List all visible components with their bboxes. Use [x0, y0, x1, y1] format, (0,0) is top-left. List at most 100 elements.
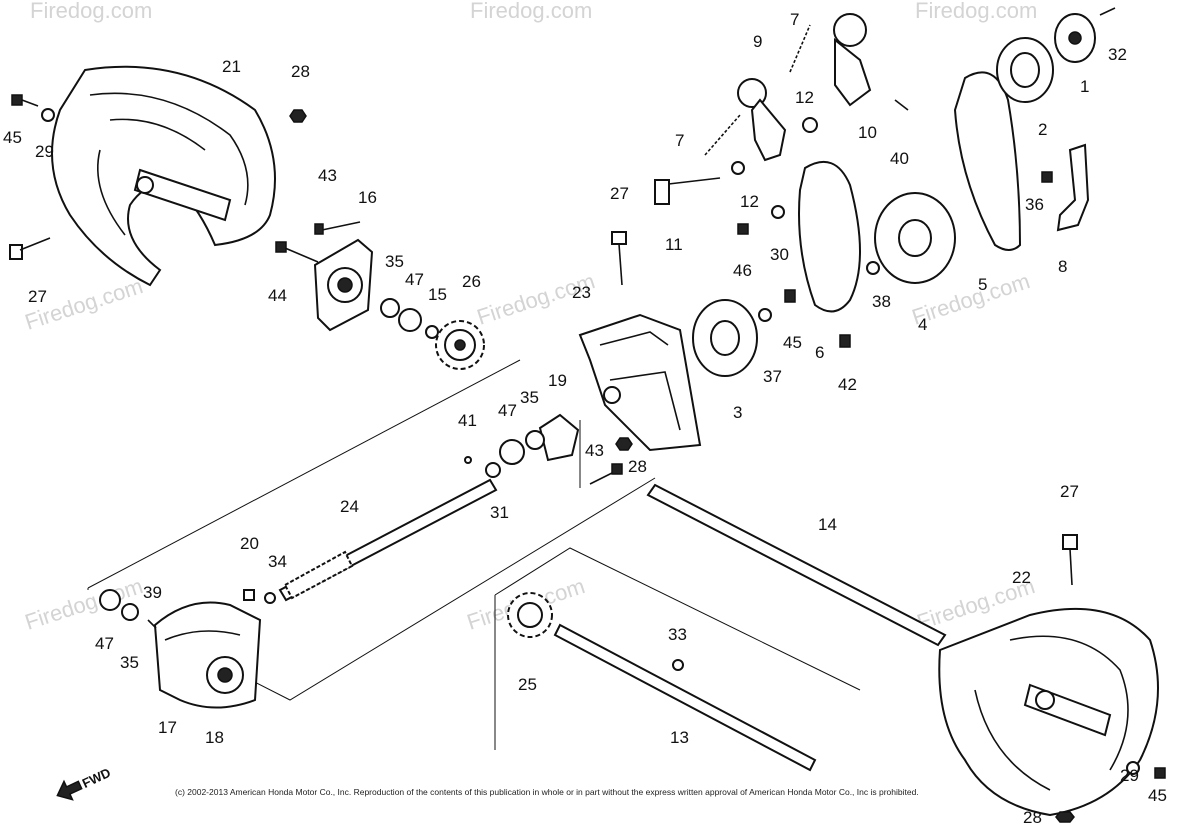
spring-7-left	[704, 114, 741, 156]
callout-39: 39	[143, 583, 162, 602]
collar-35	[380, 298, 400, 318]
nut-28-top	[289, 109, 307, 123]
callout-12b: 12	[740, 192, 759, 211]
bearing-47-mid	[499, 439, 525, 465]
callout-37: 37	[763, 367, 782, 386]
bolt-36	[1041, 171, 1053, 183]
bolt-45-right	[1154, 767, 1166, 779]
bolt-45-left	[11, 94, 39, 107]
nut-28-mid	[615, 437, 633, 451]
callout-27a: 27	[610, 184, 629, 203]
callout-3: 3	[733, 403, 742, 422]
auger-right	[938, 607, 1159, 817]
callout-29b: 29	[1120, 766, 1139, 785]
bolt-27-left	[9, 237, 51, 260]
callout-9: 9	[753, 32, 762, 51]
callout-41: 41	[458, 411, 477, 430]
callout-15: 15	[428, 285, 447, 304]
clip-33	[672, 659, 684, 671]
callout-11: 11	[665, 235, 683, 254]
callout-35a: 35	[385, 252, 404, 271]
callout-10: 10	[858, 123, 877, 142]
callout-45b: 45	[783, 333, 802, 352]
callout-27c: 27	[1060, 482, 1079, 501]
collar-35-left	[121, 603, 139, 621]
pin-40	[894, 99, 909, 111]
callout-45a: 45	[3, 128, 22, 147]
callout-43a: 43	[318, 166, 337, 185]
callout-32: 32	[1108, 45, 1127, 64]
bolt-27-center	[611, 231, 627, 286]
callout-40: 40	[890, 149, 909, 168]
callout-45c: 45	[1148, 786, 1167, 805]
bearing-holder-19	[538, 413, 580, 462]
callout-28c: 28	[1023, 808, 1042, 827]
callout-18: 18	[205, 728, 224, 747]
callout-20: 20	[240, 534, 259, 553]
clip-41	[464, 456, 472, 464]
callout-47b: 47	[498, 401, 517, 420]
washer-15	[425, 325, 439, 339]
gear-case-17	[153, 601, 262, 709]
callout-6: 6	[815, 343, 824, 362]
sprocket-26	[435, 320, 485, 370]
worm-screw	[283, 550, 354, 600]
bolt-46	[737, 223, 749, 235]
nut-28-bottom	[1055, 811, 1075, 823]
shaft-13	[553, 623, 817, 772]
callout-35b: 35	[520, 388, 539, 407]
bearing-housing-16	[275, 221, 374, 332]
callout-25: 25	[518, 675, 537, 694]
washer-34	[264, 592, 276, 604]
callout-46: 46	[733, 261, 752, 280]
copyright-notice: (c) 2002-2013 American Honda Motor Co., …	[175, 787, 919, 797]
callout-7b: 7	[675, 131, 684, 150]
shaft-14	[646, 483, 947, 647]
callouts: 1 2 3 4 5 6 7 7 8 9 10 11 12 12 13 14 15…	[3, 10, 1167, 827]
callout-34: 34	[268, 552, 287, 571]
bolt-27-right	[1062, 534, 1078, 586]
frame-23	[578, 313, 702, 452]
washer-38	[866, 261, 880, 275]
fwd-label: FWD	[80, 765, 113, 791]
callout-38: 38	[872, 292, 891, 311]
washer-29-left	[41, 108, 55, 122]
watermark: Firedog.com	[915, 0, 1037, 23]
callout-22: 22	[1012, 568, 1031, 587]
callout-2: 2	[1038, 120, 1047, 139]
fwd-arrow: FWD	[56, 765, 113, 801]
auger-left	[51, 65, 276, 287]
callout-28b: 28	[628, 457, 647, 476]
callout-27b: 27	[28, 287, 47, 306]
callout-30: 30	[770, 245, 789, 264]
pulley-1	[1054, 13, 1096, 63]
callout-12a: 12	[795, 88, 814, 107]
collar-12-top	[802, 117, 818, 133]
pulley-2	[996, 37, 1054, 103]
callout-4: 4	[918, 315, 927, 334]
callout-35c: 35	[120, 653, 139, 672]
tensioner-10	[833, 13, 872, 107]
callout-17: 17	[158, 718, 177, 737]
spring-7-top	[789, 24, 811, 73]
callout-43b: 43	[585, 441, 604, 460]
pulley-4	[874, 192, 956, 284]
bearing-47-left	[99, 589, 121, 611]
belt-6	[798, 160, 861, 313]
callout-24: 24	[340, 497, 359, 516]
callout-1: 1	[1080, 77, 1089, 96]
bolt-42	[839, 334, 851, 348]
callout-8: 8	[1058, 257, 1067, 276]
callout-13: 13	[670, 728, 689, 747]
callout-42: 42	[838, 375, 857, 394]
tensioner-9	[737, 78, 787, 162]
callout-28a: 28	[291, 62, 310, 81]
watermark: Firedog.com	[470, 0, 592, 23]
callout-16: 16	[358, 188, 377, 207]
callout-14: 14	[818, 515, 837, 534]
bolt-45-center	[784, 289, 796, 303]
callout-21: 21	[222, 57, 241, 76]
bracket-8	[1056, 143, 1090, 232]
callout-19: 19	[548, 371, 567, 390]
sprocket-25	[507, 592, 553, 638]
